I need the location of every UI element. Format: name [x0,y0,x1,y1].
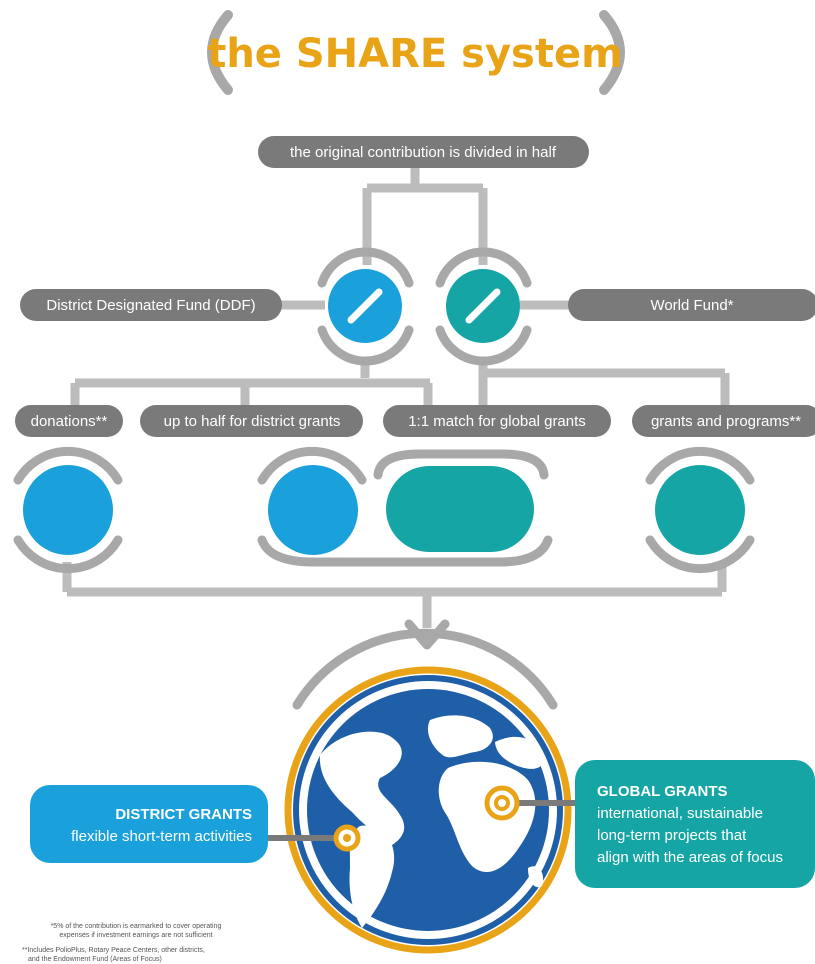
grants-programs-bottom-arc [645,535,755,574]
footnote-2-line-2: and the Endowment Fund (Areas of Focus) [28,956,162,963]
ddf-bottom-arc [317,325,414,366]
grants-programs-pill [632,405,815,437]
grants-programs-node [645,446,755,574]
arabia-shape [495,736,545,769]
district-grants-desc: flexible short-term activities [71,828,252,845]
global-match-node [373,449,549,552]
global-grants-line2: long-term projects that [597,827,747,844]
top-split-connector [362,168,488,265]
donations-circle [23,465,113,555]
globe [284,628,572,954]
world-split-node [435,247,532,366]
global-target-inner [494,795,510,811]
global-match-pill [383,405,611,437]
donations-bottom-arc [13,535,123,574]
slash-icon [347,288,383,324]
world-branch-connector [478,358,730,405]
target-marker-icon [333,824,361,852]
combined-bottom-arc [257,535,553,567]
grants-programs-top-arc [645,446,755,485]
top-label-text: the original contribution is divided in … [290,144,557,161]
district-grants-title: DISTRICT GRANTS [115,806,252,823]
ddf-top-arc [317,247,414,288]
district-half-top-arc [257,446,367,485]
madagascar-shape [528,866,544,888]
footnotes: *5% of the contribution is earmarked to … [22,923,222,963]
ddf-branch-connector [70,358,433,405]
grants-programs-circle [655,465,745,555]
merge-connector [62,562,727,628]
donations-pill [15,405,123,437]
island-shape [453,737,463,747]
world-fund-pill [568,289,815,321]
district-half-circle [268,465,358,555]
footnote-1-line-1: *5% of the contribution is earmarked to … [51,923,222,930]
globe-top-arc [292,628,558,710]
district-half-pill [140,405,363,437]
title-left-paren [207,10,233,95]
ddf-pill [20,289,282,321]
world-top-arc [435,247,532,288]
ddf-label: District Designated Fund (DDF) [46,297,255,314]
global-grants-box [575,760,815,888]
donations-node [13,446,123,574]
donations-top-arc [13,446,123,485]
district-grants-box [30,785,268,863]
ddf-split-node [317,247,414,366]
global-match-label: 1:1 match for global grants [408,413,586,430]
global-grants-line1: international, sustainable [597,805,763,822]
global-match-capsule [386,466,534,552]
global-match-top-arc [373,449,549,480]
top-label-pill [258,136,589,168]
global-grants-line3: align with the areas of focus [597,849,783,866]
grants-programs-label: grants and programs** [651,413,801,430]
donations-label: donations** [31,413,108,430]
south-america-shape [349,825,395,928]
district-target-dot [343,834,351,842]
district-grants-callout: DISTRICT GRANTS flexible short-term acti… [30,785,361,863]
title-right-paren [599,10,625,95]
north-america-shape [319,731,405,845]
target-marker-icon [484,785,520,821]
global-grants-title: GLOBAL GRANTS [597,783,728,800]
footnote-1-line-2: expenses if investment earnings are not … [59,932,212,939]
district-half-label: up to half for district grants [164,413,341,430]
global-grants-callout: GLOBAL GRANTS international, sustainable… [484,760,815,888]
world-bottom-arc [435,325,532,366]
slash-icon [465,288,501,324]
district-half-node [257,446,367,555]
europe-shape [427,715,493,758]
world-fund-label: World Fund* [650,297,733,314]
diagram-title: the SHARE system [207,31,623,77]
footnote-2-line-1: **Includes PolioPlus, Rotary Peace Cente… [22,947,205,954]
connectors [62,168,730,628]
